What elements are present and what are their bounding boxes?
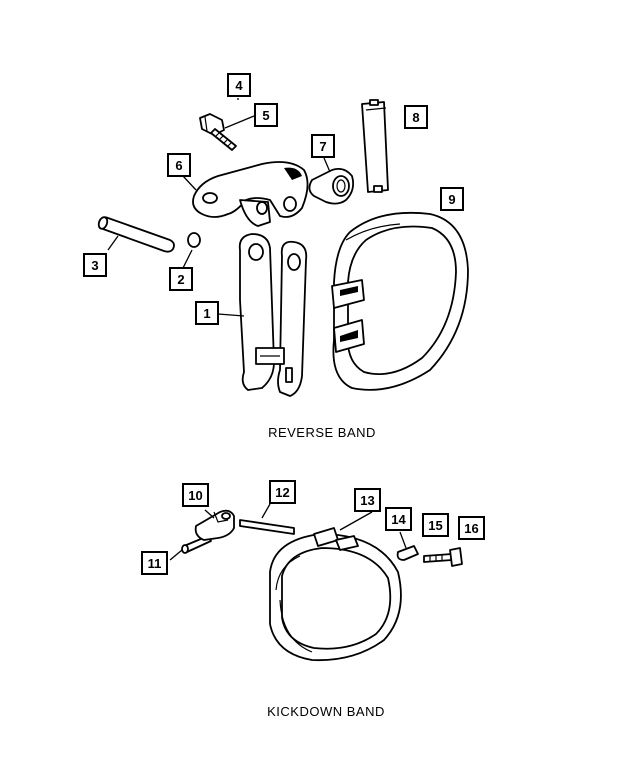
callout-4: 4	[227, 73, 251, 97]
callout-8: 8	[404, 105, 428, 129]
svg-text:16: 16	[464, 521, 478, 536]
callout-15: 15	[422, 513, 449, 537]
callout-14: 14	[385, 507, 412, 531]
svg-text:15: 15	[428, 518, 442, 533]
callout-5: 5	[254, 103, 278, 127]
callout-7: 7	[311, 134, 335, 158]
part-6-lever	[192, 161, 309, 227]
part-9-reverse-band	[331, 211, 469, 391]
part-3-pin	[97, 216, 175, 253]
svg-text:9: 9	[448, 192, 455, 207]
svg-text:12: 12	[275, 485, 289, 500]
svg-text:10: 10	[188, 488, 202, 503]
svg-text:4: 4	[235, 78, 243, 93]
callout-6: 6	[167, 153, 191, 177]
part-8-strut	[361, 99, 389, 193]
svg-text:11: 11	[148, 556, 162, 571]
callout-9: 9	[440, 187, 464, 211]
part-12-strut	[221, 512, 295, 535]
part-7-anchor	[308, 167, 355, 205]
part-14-anchor	[396, 545, 419, 561]
svg-text:1: 1	[203, 306, 210, 321]
part-16-screw	[423, 547, 463, 567]
kickdown-band-caption: KICKDOWN BAND	[267, 704, 385, 719]
callout-12: 12	[269, 480, 296, 504]
svg-text:2: 2	[177, 272, 184, 287]
part-5-bolt	[199, 113, 237, 151]
callout-10: 10	[182, 483, 209, 507]
svg-text:14: 14	[391, 512, 406, 527]
callout-16: 16	[458, 516, 485, 540]
callout-11: 11	[141, 551, 168, 575]
reverse-band-caption: REVERSE BAND	[268, 425, 376, 440]
svg-text:6: 6	[175, 158, 182, 173]
callout-1: 1	[195, 301, 219, 325]
svg-text:13: 13	[360, 493, 374, 508]
svg-text:3: 3	[91, 258, 98, 273]
part-2-ring	[187, 232, 201, 248]
svg-text:8: 8	[412, 110, 419, 125]
part-13-kickdown-band	[269, 527, 402, 662]
part-1-link	[238, 233, 308, 397]
callout-2: 2	[169, 267, 193, 291]
svg-text:7: 7	[319, 139, 326, 154]
svg-text:5: 5	[262, 108, 269, 123]
callout-13: 13	[354, 488, 381, 512]
callout-3: 3	[83, 253, 107, 277]
